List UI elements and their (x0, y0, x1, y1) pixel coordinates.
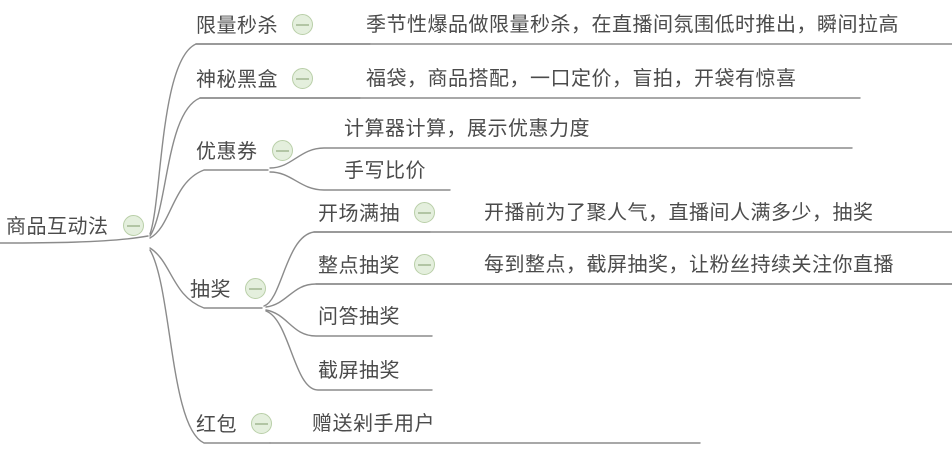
node-label: 手写比价 (344, 158, 426, 182)
node-label: 季节性爆品做限量秒杀，在直播间氛围低时推出，瞬间拉高 (366, 12, 899, 36)
mindmap-node-lottery[interactable]: 抽奖 (190, 278, 266, 302)
mindmap-node-red-packet[interactable]: 红包 (196, 413, 272, 437)
mindmap-node-coupon[interactable]: 优惠券 (196, 140, 293, 164)
collapse-minus-icon[interactable] (292, 68, 313, 89)
mindmap-node-root[interactable]: 商品互动法 (6, 215, 144, 239)
node-label: 红包 (196, 412, 237, 436)
node-label: 抽奖 (190, 277, 231, 301)
mindmap-node-opening-draw[interactable]: 开场满抽 (318, 202, 435, 226)
mindmap-node-opening-draw-detail[interactable]: 开播前为了聚人气，直播间人满多少，抽奖 (484, 202, 874, 225)
mindmap-node-mystery-box-detail[interactable]: 福袋，商品搭配，一口定价，盲拍，开袋有惊喜 (366, 68, 797, 91)
node-label: 截屏抽奖 (318, 358, 400, 382)
mindmap-node-qa-draw[interactable]: 问答抽奖 (318, 306, 400, 329)
mindmap-node-screenshot-draw[interactable]: 截屏抽奖 (318, 360, 400, 383)
collapse-minus-icon[interactable] (251, 413, 272, 434)
collapse-minus-icon[interactable] (414, 254, 435, 275)
edge-root-to-b3 (149, 169, 269, 239)
collapse-minus-icon[interactable] (292, 14, 313, 35)
node-label: 开场满抽 (318, 201, 400, 225)
node-label: 开播前为了聚人气，直播间人满多少，抽奖 (484, 200, 874, 224)
mindmap-node-hourly-draw-detail[interactable]: 每到整点，截屏抽奖，让粉丝持续关注你直播 (484, 254, 894, 277)
node-label: 每到整点，截屏抽奖，让粉丝持续关注你直播 (484, 252, 894, 276)
collapse-minus-icon[interactable] (271, 140, 293, 161)
node-label: 福袋，商品搭配，一口定价，盲拍，开袋有惊喜 (366, 66, 797, 90)
node-label: 赠送剁手用户 (312, 411, 435, 435)
mindmap-node-limited-flash-sale-detail[interactable]: 季节性爆品做限量秒杀，在直播间氛围低时推出，瞬间拉高 (366, 14, 899, 37)
mindmap-node-red-packet-detail[interactable]: 赠送剁手用户 (312, 413, 435, 436)
node-label: 神秘黑盒 (196, 67, 278, 91)
node-label: 商品互动法 (6, 214, 109, 238)
mindmap-node-limited-flash-sale[interactable]: 限量秒杀 (196, 14, 313, 38)
node-label: 计算器计算，展示优惠力度 (344, 116, 590, 140)
collapse-minus-icon[interactable] (122, 215, 144, 236)
mindmap-node-coupon-handwritten-compare[interactable]: 手写比价 (344, 160, 426, 183)
node-label: 问答抽奖 (318, 304, 400, 328)
mindmap-node-hourly-draw[interactable]: 整点抽奖 (318, 254, 435, 278)
mindmap-node-coupon-calculator[interactable]: 计算器计算，展示优惠力度 (344, 118, 590, 141)
node-label: 整点抽奖 (318, 253, 400, 277)
collapse-minus-icon[interactable] (245, 278, 266, 299)
collapse-minus-icon[interactable] (414, 202, 435, 223)
mindmap-node-mystery-box[interactable]: 神秘黑盒 (196, 68, 313, 92)
node-label: 优惠券 (196, 139, 258, 163)
node-label: 限量秒杀 (196, 13, 278, 37)
